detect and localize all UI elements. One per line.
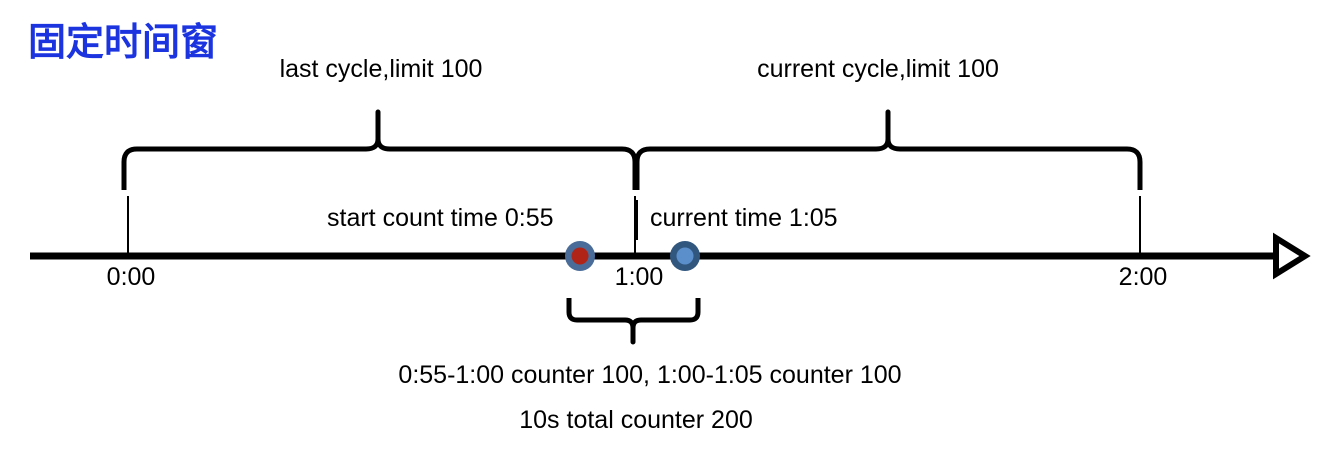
- page-title: 固定时间窗: [28, 22, 219, 64]
- current-cycle-label: current cycle,limit 100: [757, 55, 999, 83]
- start-count-note: start count time 0:55: [327, 204, 554, 232]
- marker-dot-current-time: [670, 241, 700, 271]
- summary-line-counters: 0:55-1:00 counter 100, 1:00-1:05 counter…: [398, 361, 902, 389]
- marker-dot-start-count-core: [571, 247, 589, 265]
- axis-tick-label-1-00: 1:00: [614, 263, 664, 291]
- summary-line-total: 10s total counter 200: [519, 406, 753, 434]
- brace-last-cycle: [121, 109, 638, 190]
- marker-dot-current-time-core: [676, 247, 694, 265]
- marker-dot-start-count: [565, 241, 595, 271]
- brace-counting-window: [566, 298, 701, 345]
- axis-tick-label-0-00: 0:00: [106, 263, 156, 291]
- last-cycle-label: last cycle,limit 100: [279, 55, 483, 83]
- brace-current-cycle: [634, 109, 1143, 190]
- arrow-right-triangle-icon: [1273, 232, 1311, 280]
- axis-tick-label-2-00: 2:00: [1118, 263, 1168, 291]
- current-time-note: current time 1:05: [650, 204, 838, 232]
